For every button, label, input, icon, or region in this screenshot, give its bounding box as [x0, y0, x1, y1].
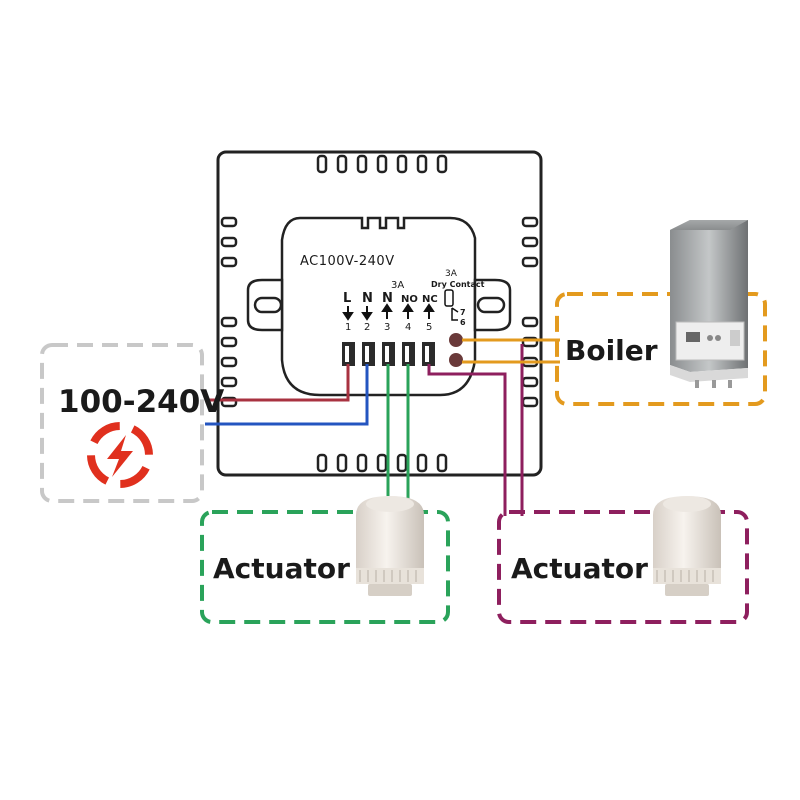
- actuator-right-label: Actuator: [511, 552, 648, 585]
- dry-contact-switch-icon: [444, 289, 454, 307]
- terminal-number: 5: [426, 322, 432, 333]
- dry-terminal-screw: [449, 333, 463, 347]
- terminal-arrows: [342, 303, 435, 321]
- terminal-letter: NC: [422, 294, 438, 305]
- dry-terminal-number: 7: [460, 308, 466, 317]
- actuator-right-wire: [427, 364, 507, 516]
- rating-left: 3A: [391, 280, 404, 291]
- boiler-box: [555, 292, 767, 406]
- boiler-label: Boiler: [565, 334, 658, 367]
- actuator-left-box: [200, 510, 450, 624]
- dry-contact-label: Dry Contact: [431, 280, 485, 289]
- terminal-letter: N: [382, 291, 393, 306]
- boiler-icon: [670, 220, 748, 388]
- actuator-right-box: [497, 510, 749, 624]
- dry-terminal-number: 6: [460, 318, 466, 327]
- thermostat-back-plate: [216, 150, 543, 477]
- voltage-label: AC100V-240V: [300, 254, 395, 269]
- terminal-letter: L: [343, 291, 351, 306]
- dry-contact-arrow-icon: [451, 307, 459, 321]
- actuator-icon: [653, 496, 721, 596]
- terminal-letter: NO: [401, 294, 418, 305]
- lightning-hazard-icon: [87, 422, 153, 488]
- terminal-number: 2: [364, 322, 370, 333]
- actuator-icon: [356, 496, 424, 596]
- power-source-box: [40, 343, 204, 503]
- rating-right: 3A: [445, 269, 458, 279]
- terminal-number: 1: [345, 322, 351, 333]
- power-label: 100-240V: [58, 384, 224, 420]
- dry-terminal-screw: [449, 353, 463, 367]
- live-wire: [205, 364, 350, 402]
- terminal-letter: N: [362, 291, 373, 306]
- neutral-wire: [205, 364, 369, 426]
- actuator-left-label: Actuator: [213, 552, 350, 585]
- terminal-number: 3: [384, 322, 390, 333]
- terminal-number: 4: [405, 322, 411, 333]
